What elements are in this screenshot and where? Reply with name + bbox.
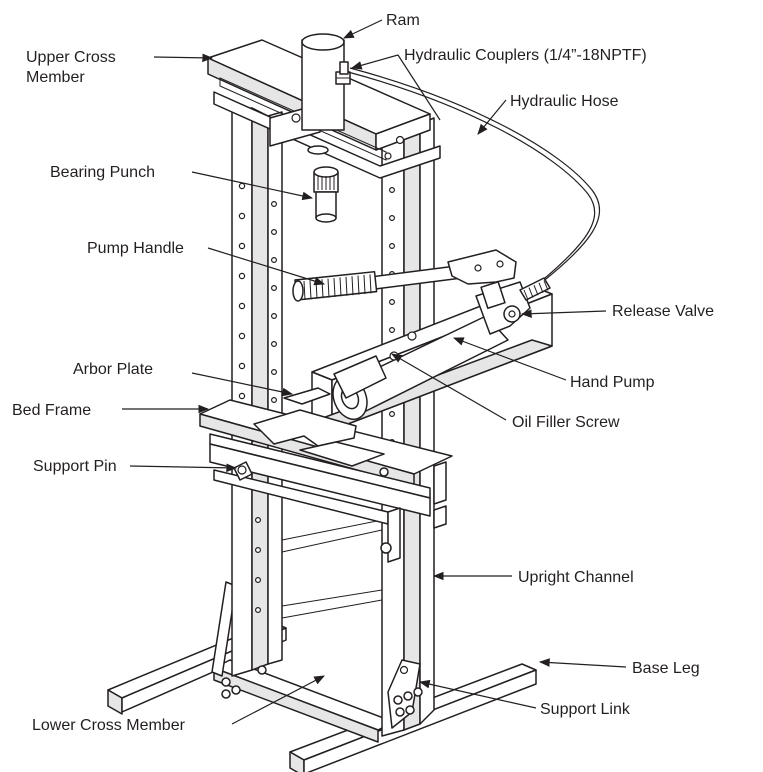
hydraulic-hose — [349, 67, 601, 291]
label-upright-channel: Upright Channel — [518, 569, 634, 586]
label-base-leg: Base Leg — [632, 660, 700, 677]
support-pin — [233, 461, 253, 481]
label-release-valve: Release Valve — [612, 303, 714, 320]
arbor-plate — [253, 387, 385, 467]
bearing-punch — [313, 166, 339, 223]
leader-lines — [122, 19, 627, 725]
label-bed-frame: Bed Frame — [12, 402, 91, 419]
label-oil-filler-screw: Oil Filler Screw — [512, 414, 620, 431]
support-link — [387, 659, 423, 729]
label-pump-handle: Pump Handle — [87, 240, 184, 257]
label-lower-cross-member: Lower Cross Member — [32, 717, 186, 734]
upright-channel-left — [231, 107, 283, 677]
label-support-link: Support Link — [540, 701, 631, 718]
hand-pump — [332, 281, 531, 421]
hydraulic-coupler — [335, 61, 351, 85]
label-upper-cross-member-line2: Member — [26, 69, 85, 86]
label-ram: Ram — [386, 12, 420, 29]
label-bearing-punch: Bearing Punch — [50, 164, 155, 181]
label-support-pin: Support Pin — [33, 458, 117, 475]
release-valve — [503, 305, 521, 323]
hose-fitting — [519, 277, 551, 301]
support-link-left — [221, 665, 267, 699]
label-upper-cross-member-line1: Upper Cross — [26, 49, 116, 66]
upright-channel-right — [381, 117, 435, 737]
label-layer: Ram Upper Cross Member Hydraulic Coupler… — [12, 12, 714, 734]
label-hand-pump: Hand Pump — [570, 374, 655, 391]
label-hydraulic-couplers: Hydraulic Couplers (1/4”-18NPTF) — [404, 47, 647, 64]
ram — [301, 33, 345, 155]
label-hydraulic-hose: Hydraulic Hose — [510, 93, 619, 110]
label-arbor-plate: Arbor Plate — [73, 361, 153, 378]
